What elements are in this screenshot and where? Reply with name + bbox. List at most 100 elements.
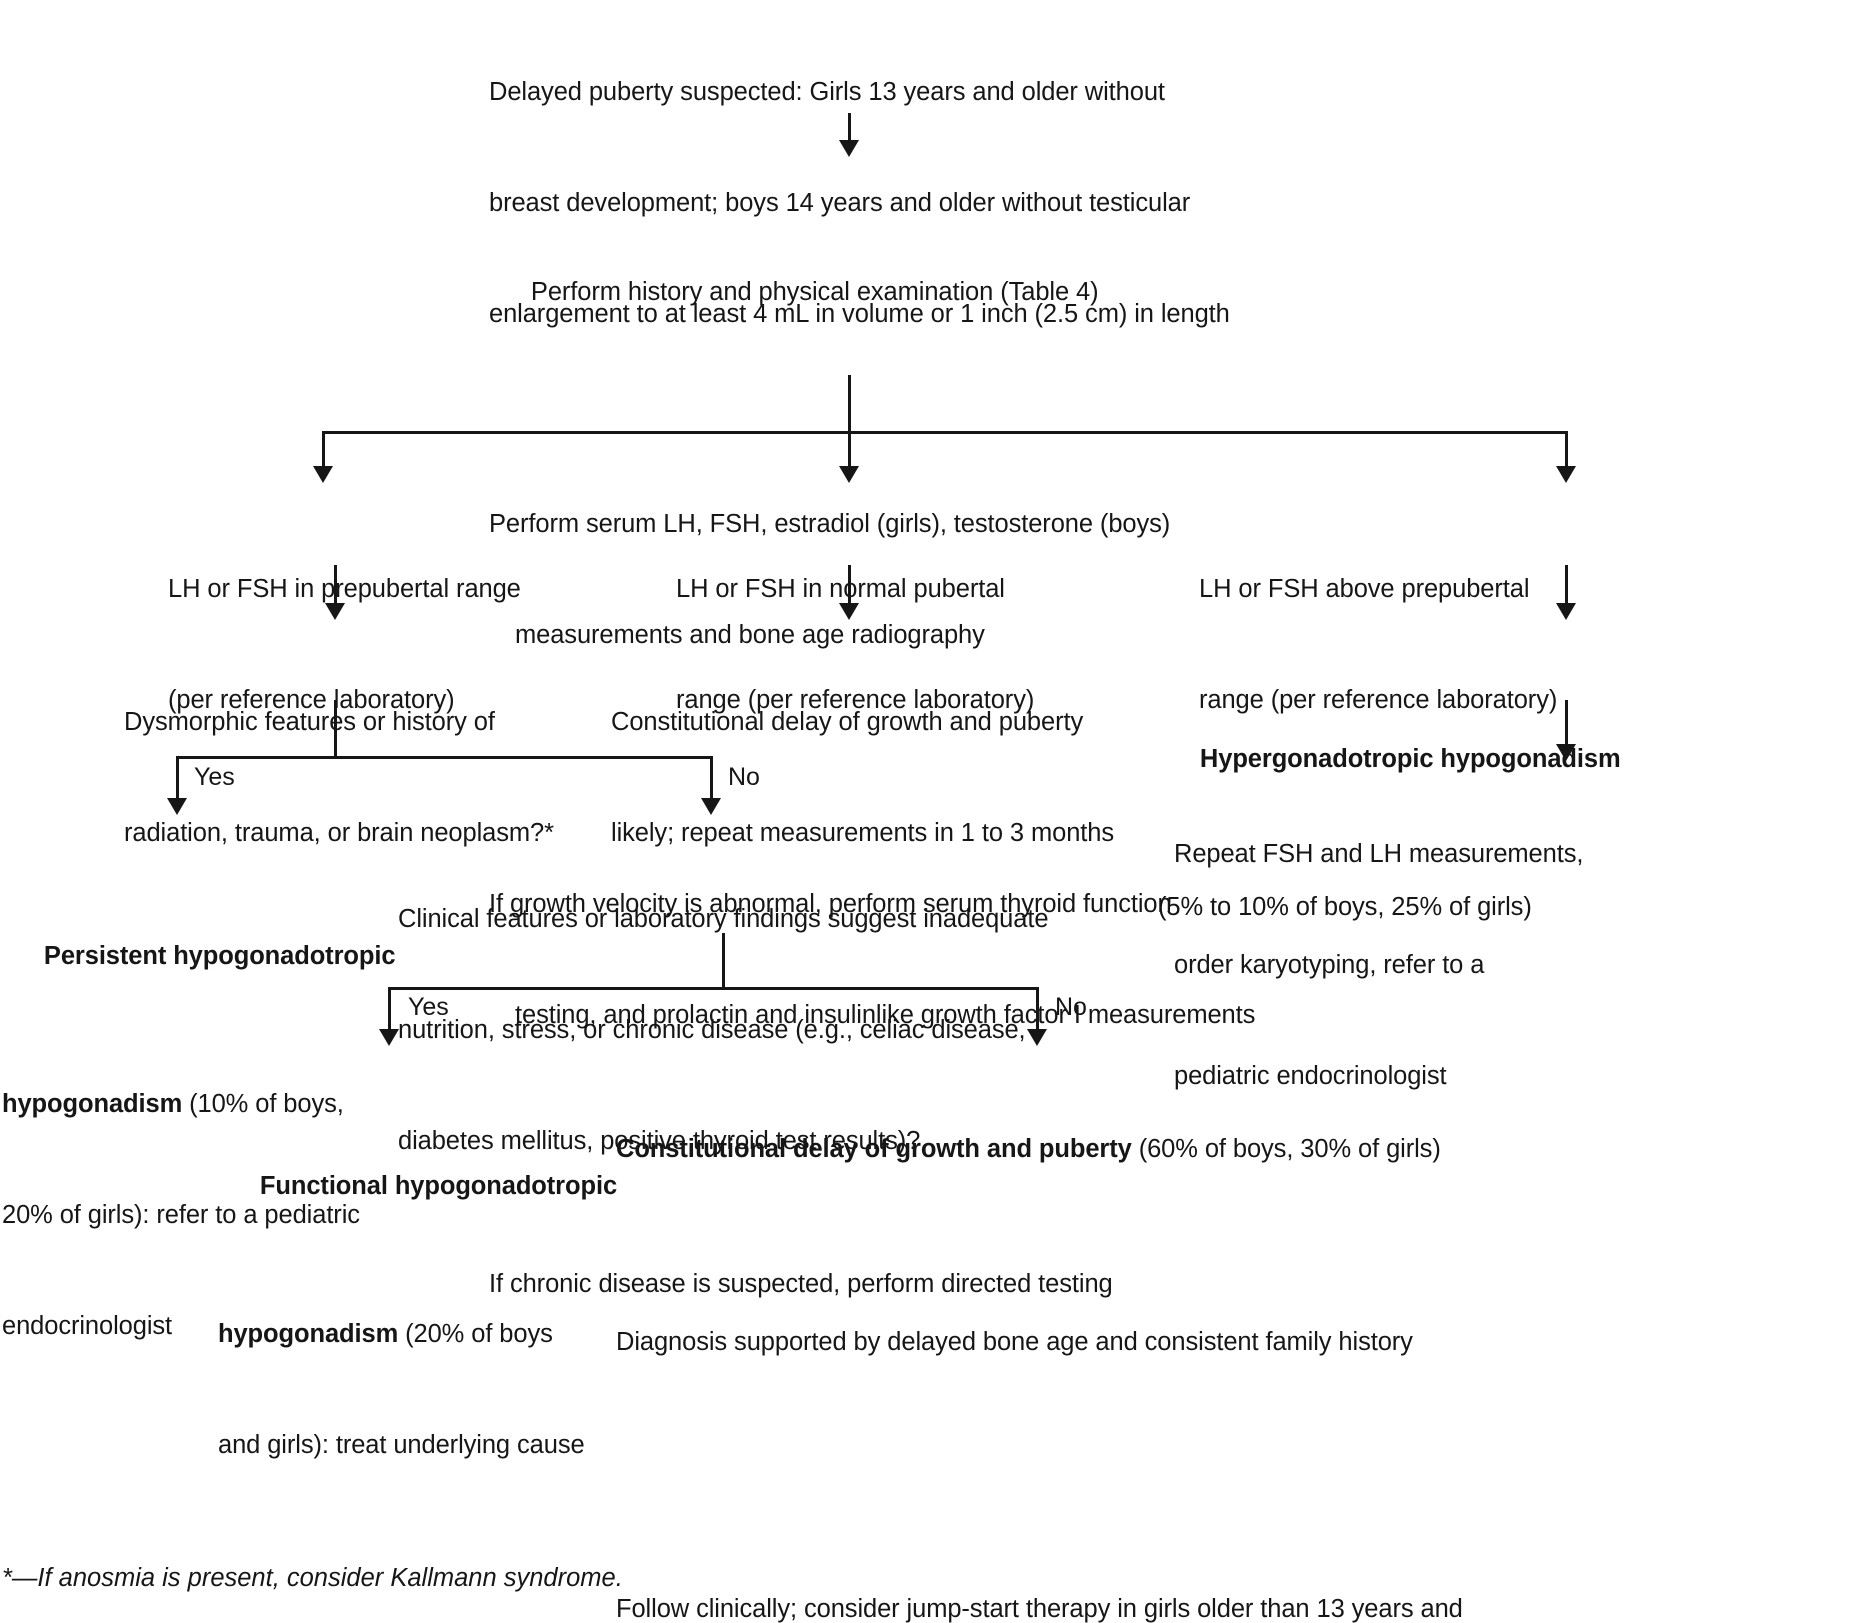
edge-hyper-to-repeat <box>1565 700 1568 750</box>
constitutional-likely-line-2: likely; repeat measurements in 1 to 3 mo… <box>611 819 1115 847</box>
constitutional-final-title: Constitutional delay of growth and puber… <box>616 1131 1463 1168</box>
edge-mid-branch-down <box>848 565 851 609</box>
node-lh-fsh-normal-pubertal: LH or FSH in normal pubertal range (per … <box>676 497 1034 793</box>
workup-item-3: If growth velocity is abnormal, perform … <box>489 812 1255 1108</box>
arrowhead-clinical-yes <box>379 1029 399 1046</box>
functional-bold-2: hypogonadism <box>218 1320 399 1348</box>
edge-label-clinical-no: No <box>1055 993 1087 1021</box>
node-lh-fsh-prepubertal: LH or FSH in prepubertal range (per refe… <box>168 497 521 793</box>
edge-bus-to-right <box>1565 431 1568 472</box>
edge-clinical-down <box>722 933 725 988</box>
repeat-line-1: Repeat FSH and LH measurements, <box>1174 840 1584 868</box>
edge-dysmorphic-bus <box>176 756 710 759</box>
persistent-bold-1: Persistent hypogonadotropic <box>43 942 396 970</box>
node-constitutional-delay-likely: Constitutional delay of growth and puber… <box>611 630 1114 926</box>
constitutional-final-item-1-line-1: Diagnosis supported by delayed bone age … <box>616 1328 1413 1356</box>
functional-rest-2: (20% of boys <box>398 1320 553 1348</box>
functional-line-3: and girls): treat underlying cause <box>218 1431 585 1459</box>
edge-dysmorphic-yes <box>176 756 179 804</box>
node-hypergonadotropic-hypogonadism: Hypergonadotropic hypogonadism (5% to 10… <box>1158 630 1621 1000</box>
repeat-line-3: pediatric endocrinologist <box>1174 1062 1447 1090</box>
start-line-1: Delayed puberty suspected: Girls 13 year… <box>489 78 1165 106</box>
constitutional-final-item-2-line-1: Follow clinically; consider jump-start t… <box>616 1595 1463 1623</box>
functional-line-1: Functional hypogonadotropic <box>218 1131 617 1242</box>
edge-clinical-bus <box>388 987 1036 990</box>
edge-bus-to-mid <box>848 431 851 472</box>
persistent-line-2: hypogonadism (10% of boys, <box>2 1086 395 1123</box>
node-clinical-features-question: Clinical features or laboratory findings… <box>398 827 1049 1234</box>
arrowhead-bus-to-mid <box>839 466 859 483</box>
node-constitutional-delay-final: Constitutional delay of growth and puber… <box>616 1057 1463 1623</box>
arrowhead-dysmorphic-no <box>701 798 721 815</box>
workup-item-4-line-1: If chronic disease is suspected, perform… <box>489 1270 1113 1298</box>
edge-label-dysmorphic-yes: Yes <box>194 763 235 791</box>
persistent-line-4: endocrinologist <box>2 1312 173 1340</box>
constitutional-final-rest: (60% of boys, 30% of girls) <box>1131 1135 1441 1163</box>
node-delayed-puberty-suspected: Delayed puberty suspected: Girls 13 year… <box>489 0 1230 407</box>
edge-dysmorphic-no <box>710 756 713 804</box>
functional-bold-1: Functional hypogonadotropic <box>259 1172 618 1200</box>
edge-clinical-no <box>1036 987 1039 1035</box>
functional-line-2: hypogonadism (20% of boys <box>218 1316 617 1353</box>
node-dysmorphic-features-question: Dysmorphic features or history of radiat… <box>124 630 554 926</box>
arrowhead-start-to-workup <box>839 140 859 157</box>
arrowhead-left-branch-down <box>325 603 345 620</box>
arrowhead-mid-branch-down <box>839 603 859 620</box>
arrowhead-dysmorphic-yes <box>167 798 187 815</box>
edge-left-branch-down <box>334 565 337 609</box>
constitutional-likely-line-1: Constitutional delay of growth and puber… <box>611 708 1084 736</box>
branch-mid-line-2: range (per reference laboratory) <box>676 686 1035 714</box>
node-repeat-fsh-lh-measurements: Repeat FSH and LH measurements, order ka… <box>1174 762 1583 1169</box>
constitutional-final-item-1: Diagnosis supported by delayed bone age … <box>616 1250 1463 1435</box>
clinical-line-2: nutrition, stress, or chronic disease (e… <box>398 1016 1026 1044</box>
arrowhead-clinical-no <box>1027 1029 1047 1046</box>
edge-label-clinical-yes: Yes <box>408 993 449 1021</box>
clinical-line-1: Clinical features or laboratory findings… <box>398 905 1049 933</box>
persistent-line-3: 20% of girls): refer to a pediatric <box>2 1201 360 1229</box>
arrowhead-bus-to-left <box>313 466 333 483</box>
persistent-line-1: Persistent hypogonadotropic <box>2 901 396 1012</box>
node-lh-fsh-above-prepubertal: LH or FSH above prepubertal range (per r… <box>1199 497 1557 793</box>
edge-bus-to-left <box>322 431 325 472</box>
workup-item-3-line-2: testing, and prolactin and insulinlike g… <box>515 1001 1256 1029</box>
branch-right-line-1: LH or FSH above prepubertal <box>1199 575 1530 603</box>
arrowhead-right-branch-down <box>1556 603 1576 620</box>
arrowhead-hyper-to-repeat <box>1556 744 1576 761</box>
figure-footnote: *—If anosmia is present, consider Kallma… <box>2 1564 623 1592</box>
edge-split-bus <box>322 431 1565 434</box>
edge-clinical-yes <box>388 987 391 1035</box>
workup-item-4: If chronic disease is suspected, perform… <box>489 1192 1255 1377</box>
edge-start-to-workup <box>848 113 851 149</box>
node-functional-hypogonadotropic-hypogonadism: Functional hypogonadotropic hypogonadism… <box>218 1057 617 1538</box>
constitutional-final-bold: Constitutional delay of growth and puber… <box>616 1135 1132 1163</box>
workup-item-3-line-1: If growth velocity is abnormal, perform … <box>489 890 1172 918</box>
dysmorphic-line-2: radiation, trauma, or brain neoplasm?* <box>124 819 554 847</box>
repeat-line-2: order karyotyping, refer to a <box>1174 951 1485 979</box>
workup-item-2: Perform serum LH, FSH, estradiol (girls)… <box>489 432 1255 728</box>
node-persistent-hypogonadotropic-hypogonadism: Persistent hypogonadotropic hypogonadism… <box>2 827 396 1419</box>
constitutional-final-item-2: Follow clinically; consider jump-start t… <box>616 1517 1463 1623</box>
branch-mid-line-1: LH or FSH in normal pubertal <box>676 575 1005 603</box>
branch-left-line-2: (per reference laboratory) <box>168 686 455 714</box>
persistent-bold-2: hypogonadism <box>2 1090 183 1118</box>
hypergonadotropic-line-2: (5% to 10% of boys, 25% of girls) <box>1158 893 1532 921</box>
node-initial-workup: Perform history and physical examination… <box>489 163 1255 1451</box>
persistent-rest-2: (10% of boys, <box>182 1090 344 1118</box>
start-line-3: enlargement to at least 4 mL in volume o… <box>489 300 1230 328</box>
edge-label-dysmorphic-no: No <box>728 763 760 791</box>
hypergonadotropic-title: Hypergonadotropic hypogonadism <box>1158 704 1621 815</box>
workup-item-2-line-2: measurements and bone age radiography <box>515 621 985 649</box>
workup-item-2-line-1: Perform serum LH, FSH, estradiol (girls)… <box>489 510 1171 538</box>
dysmorphic-line-1: Dysmorphic features or history of <box>124 708 495 736</box>
edge-dysmorphic-down <box>334 700 337 757</box>
edge-right-branch-down <box>1565 565 1568 609</box>
hypergonadotropic-bold: Hypergonadotropic hypogonadism <box>1199 745 1621 773</box>
start-line-2: breast development; boys 14 years and ol… <box>489 189 1191 217</box>
edge-workup-down <box>848 375 851 432</box>
workup-item-1-line-1: Perform history and physical examination… <box>530 278 1099 306</box>
clinical-line-3: diabetes mellitus, positive thyroid test… <box>398 1127 921 1155</box>
branch-right-line-2: range (per reference laboratory) <box>1199 686 1558 714</box>
branch-left-line-1: LH or FSH in prepubertal range <box>168 575 521 603</box>
workup-item-1: Perform history and physical examination… <box>489 237 1255 348</box>
